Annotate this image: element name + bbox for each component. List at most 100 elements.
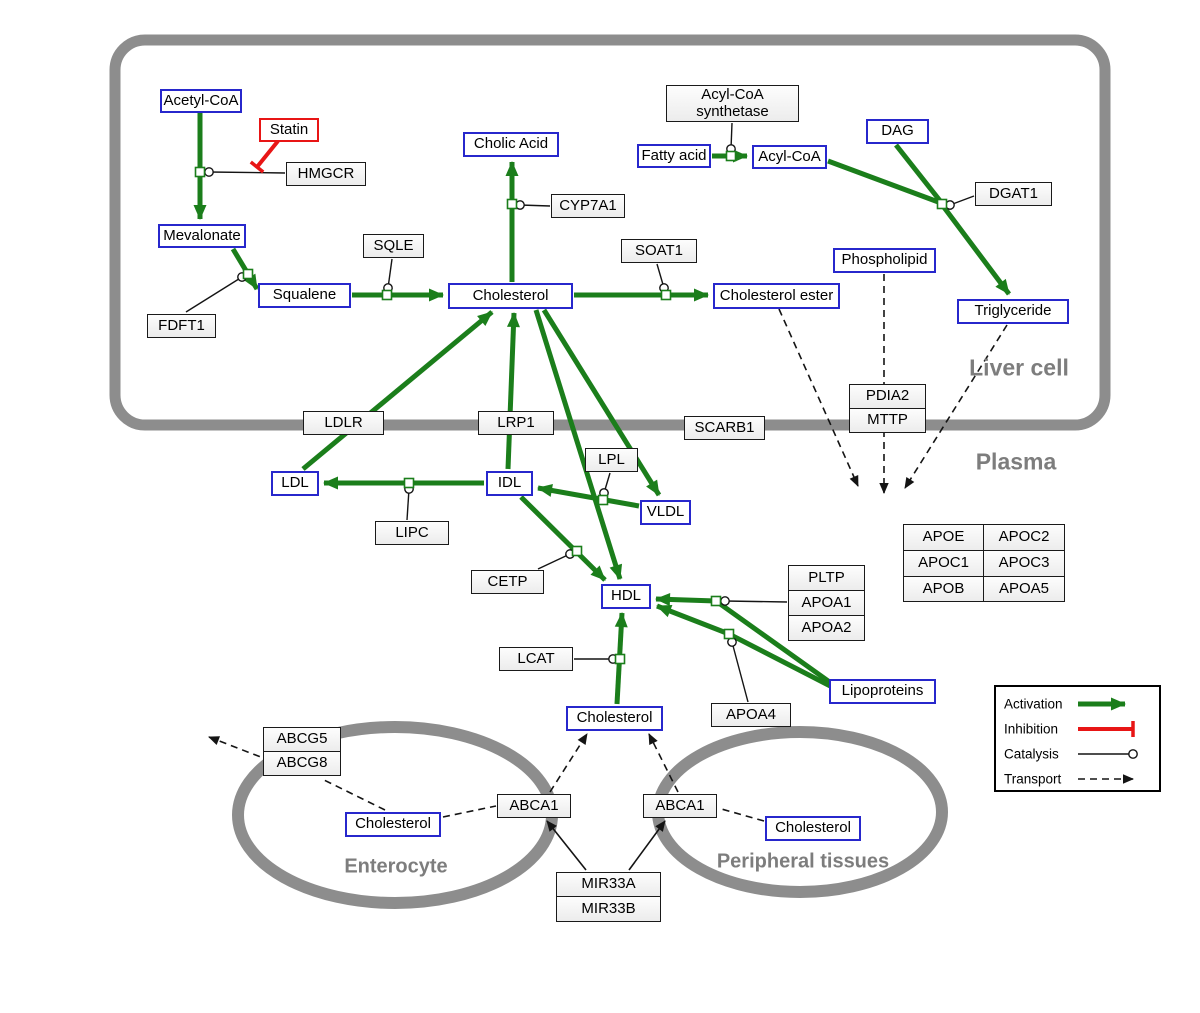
edge-dgat1-catalysis [945,195,975,210]
node-acyl-coa-synthetase[interactable]: Acyl-CoA synthetase [666,85,799,122]
edge-lpl-catalysis [599,472,611,498]
edge-liver-cholesterol-to-hdl [533,309,623,580]
node-mir33b[interactable]: MIR33B [556,896,661,922]
node-squalene[interactable]: Squalene [258,283,351,308]
edge-abca1-right-to-plasma-cholesterol [648,733,679,793]
edge-cholesterol-ester-secretion [778,308,859,487]
node-hdl[interactable]: HDL [601,584,651,609]
node-apob[interactable]: APOB [903,576,984,602]
reaction-node-9 [571,545,583,557]
node-abcg8[interactable]: ABCG8 [263,751,341,776]
node-mttp[interactable]: MTTP [849,408,926,433]
node-pltp[interactable]: PLTP [788,565,865,591]
node-fatty-acid[interactable]: Fatty acid [637,144,711,168]
edge-cetp-catalysis [537,549,575,570]
reaction-node-1 [242,268,254,280]
node-abca1-right[interactable]: ABCA1 [643,794,717,818]
node-abca1-left[interactable]: ABCA1 [497,794,571,818]
node-soat1[interactable]: SOAT1 [621,239,697,263]
edge-hmgcr-catalysis [204,167,286,177]
node-apoe[interactable]: APOE [903,524,984,551]
reaction-node-12 [723,628,735,640]
node-pdia2[interactable]: PDIA2 [849,384,926,409]
node-apoc3[interactable]: APOC3 [983,550,1065,577]
node-hmgcr[interactable]: HMGCR [286,162,366,186]
edge-lipc-catalysis [404,484,414,521]
node-scarb1[interactable]: SCARB1 [684,416,765,440]
edge-idl-to-hdl [519,495,607,582]
reaction-node-5 [725,150,737,162]
legend-label-catalysis: Catalysis [1004,747,1059,762]
reaction-node-10 [614,653,626,665]
node-lpl[interactable]: LPL [585,448,638,472]
edge-cyp7a1-catalysis [515,200,551,210]
node-lrp1[interactable]: LRP1 [478,411,554,435]
node-mevalonate[interactable]: Mevalonate [158,224,246,248]
node-dag[interactable]: DAG [866,119,929,144]
node-acetyl-coa[interactable]: Acetyl-CoA [160,89,242,113]
node-acyl-coa-2[interactable]: Acyl-CoA [752,145,827,169]
node-cholesterol-peripheral[interactable]: Cholesterol [765,816,861,841]
node-cholic-acid[interactable]: Cholic Acid [463,132,559,157]
node-phospholipid[interactable]: Phospholipid [833,248,936,273]
node-ldl[interactable]: LDL [271,471,319,496]
edge-dgat1-node-to-triglyceride [941,204,1011,296]
legend-label-transport: Transport [1004,772,1062,787]
node-lcat[interactable]: LCAT [499,647,573,671]
edge-ldl-to-liver-cholesterol [301,310,494,471]
edge-acyl-coa-synthetase-catalysis [726,122,736,154]
edge-soat1-catalysis [656,263,669,293]
node-vldl[interactable]: VLDL [640,500,691,525]
edge-statin-inhibits-hmgcr [249,139,280,174]
node-ldlr[interactable]: LDLR [303,411,384,435]
edge-liver-cholesterol-to-vldl [541,308,662,497]
edge-mir33-to-abca1-left [546,820,587,871]
node-lipc[interactable]: LIPC [375,521,449,545]
node-idl[interactable]: IDL [486,471,533,496]
node-apoa2[interactable]: APOA2 [788,615,865,641]
edge-apoa4-catalysis [727,637,749,703]
node-sqle[interactable]: SQLE [363,234,424,258]
edge-triglyceride-secretion [904,324,1008,489]
node-cyp7a1[interactable]: CYP7A1 [551,194,625,218]
edge-acyl-coa-to-dgat1-node [827,158,942,206]
reaction-node-3 [506,198,518,210]
node-lipoproteins[interactable]: Lipoproteins [829,679,936,704]
edge-vldl-to-idl [537,484,640,509]
legend-label-inhibition: Inhibition [1004,722,1058,737]
node-apoc2[interactable]: APOC2 [983,524,1065,551]
edge-abcg-efflux [208,736,272,762]
node-fdft1[interactable]: FDFT1 [147,314,216,338]
reaction-node-2 [381,289,393,301]
legend-label-activation: Activation [1004,697,1063,712]
node-cholesterol-plasma[interactable]: Cholesterol [566,706,663,731]
node-cholesterol-enterocyte[interactable]: Cholesterol [345,812,441,837]
node-mir33a[interactable]: MIR33A [556,872,661,897]
node-triglyceride[interactable]: Triglyceride [957,299,1069,324]
edge-mir33-to-abca1-right [628,820,666,871]
edge-enterocyte-cholesterol-to-abcg [321,778,386,811]
edge-sqle-catalysis [383,258,393,293]
node-cholesterol-liver[interactable]: Cholesterol [448,283,573,309]
node-apoa5[interactable]: APOA5 [983,576,1065,602]
edge-dag-to-dgat1-node [894,143,943,204]
legend-box [994,685,1161,792]
edge-fdft1-catalysis [185,272,247,313]
node-apoc1[interactable]: APOC1 [903,550,984,577]
edge-idl-to-liver-cholesterol [505,312,520,470]
node-apoa4[interactable]: APOA4 [711,703,791,727]
node-cholesterol-ester[interactable]: Cholesterol ester [713,283,840,309]
reaction-node-6 [936,198,948,210]
reaction-node-4 [660,289,672,301]
node-abcg5[interactable]: ABCG5 [263,727,341,752]
reaction-node-11 [710,595,722,607]
node-statin[interactable]: Statin [259,118,319,142]
node-apoa1[interactable]: APOA1 [788,590,865,616]
node-dgat1[interactable]: DGAT1 [975,182,1052,206]
edge-abca1-to-plasma-cholesterol [549,733,588,793]
reaction-node-8 [597,494,609,506]
node-cetp[interactable]: CETP [471,570,544,594]
